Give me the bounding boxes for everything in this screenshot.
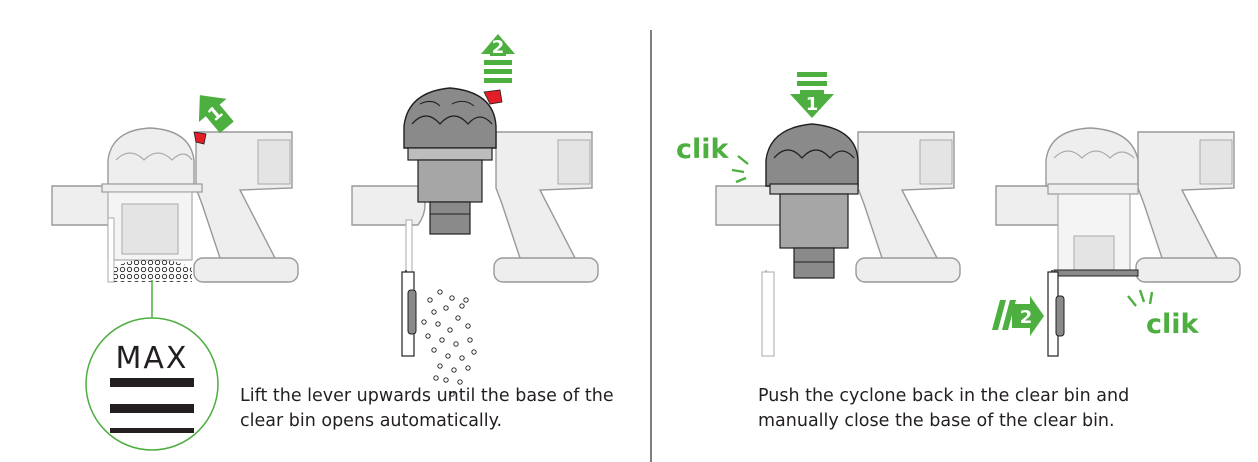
max-label: MAX <box>116 341 189 376</box>
step-2-number: 2 <box>492 37 505 58</box>
step-2-close-number: 2 <box>1020 307 1033 328</box>
clik-label-2: clik <box>1146 309 1200 340</box>
step-1-push-number: 1 <box>806 94 819 115</box>
figure-vacuum-before-emptying: 1 MAX <box>51 95 299 451</box>
clik-label-1: clik <box>676 134 730 165</box>
figure-bin-base-closed: 2 clik <box>992 127 1241 357</box>
caption-right: Push the cyclone back in the clear bin a… <box>758 384 1129 434</box>
figure-cyclone-pushed-in: 1 clik <box>676 72 961 357</box>
caption-left-line-2: clear bin opens automatically. <box>240 411 503 431</box>
caption-left: Lift the lever upwards until the base of… <box>240 384 614 434</box>
caption-right-line-1: Push the cyclone back in the clear bin a… <box>758 386 1130 406</box>
caption-right-line-2: manually close the base of the clear bin… <box>758 411 1115 431</box>
figure-cyclone-lifted: 2 <box>351 34 599 397</box>
caption-left-line-1: Lift the lever upwards until the base of… <box>240 386 614 406</box>
